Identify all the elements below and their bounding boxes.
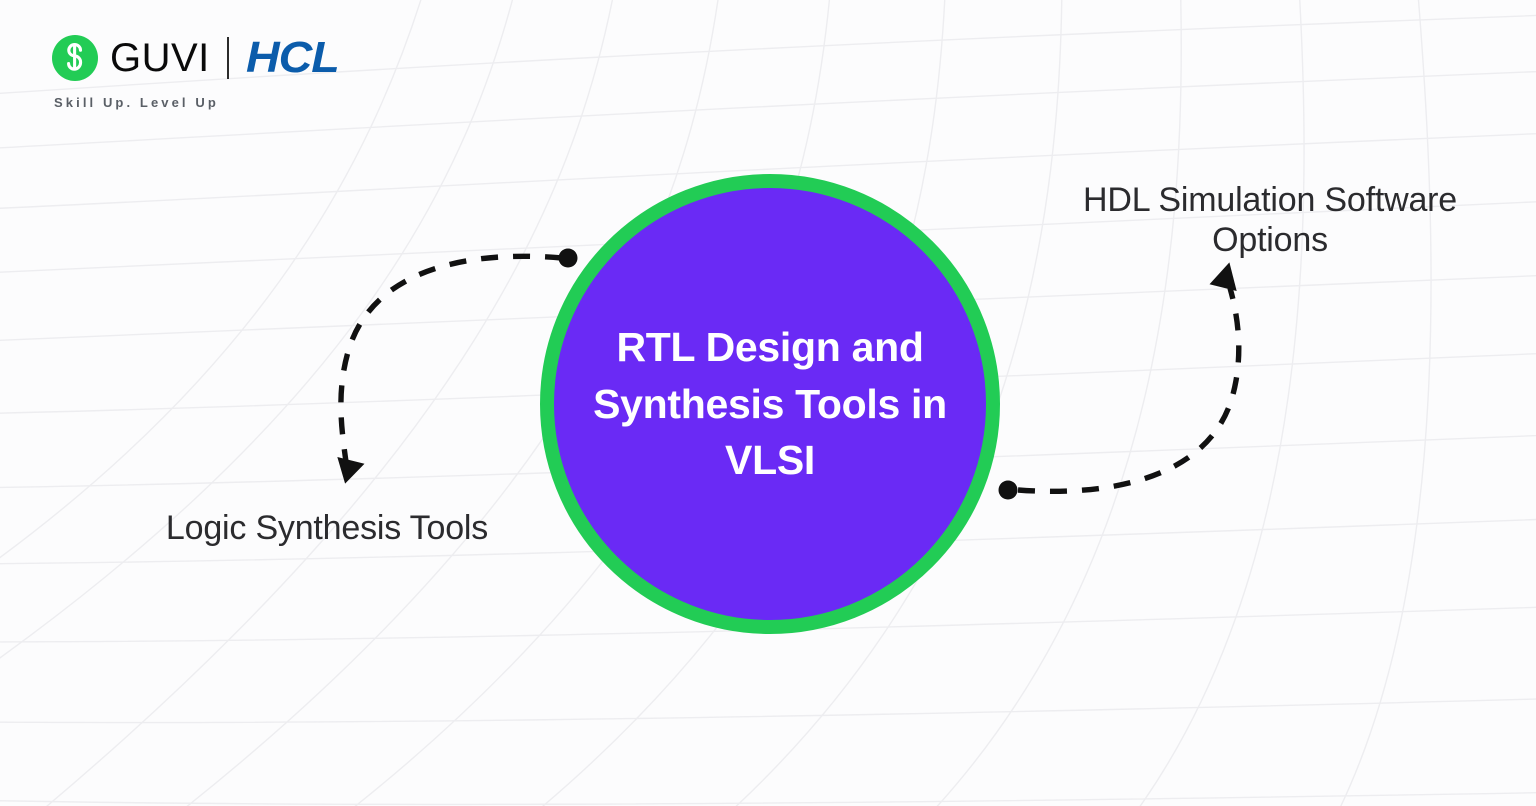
logo-divider	[226, 37, 229, 79]
connector-left	[338, 253, 563, 463]
connector-origin-dot-right	[998, 480, 1018, 500]
guvi-wordmark: GUVI	[110, 36, 210, 80]
center-node-circle: RTL Design and Synthesis Tools in VLSI	[540, 174, 1000, 634]
logo-row: GUVI HCL	[52, 32, 340, 84]
connector-right	[1017, 287, 1242, 495]
hcl-wordmark: HCL	[245, 33, 340, 82]
brand-logo-block: GUVI HCL Skill Up. Level Up	[52, 32, 340, 110]
arrowhead-left	[337, 456, 365, 484]
branch-label-hdl-simulation-software-options: HDL Simulation Software Options	[1083, 181, 1457, 260]
branch-label-logic-synthesis-tools: Logic Synthesis Tools	[165, 509, 489, 547]
center-node-title: RTL Design and Synthesis Tools in VLSI	[593, 324, 947, 484]
guvi-g-logo-icon	[52, 35, 98, 81]
arrowhead-right	[1209, 262, 1237, 292]
brand-tagline: Skill Up. Level Up	[54, 95, 219, 110]
connector-origin-dot-left	[558, 248, 578, 268]
